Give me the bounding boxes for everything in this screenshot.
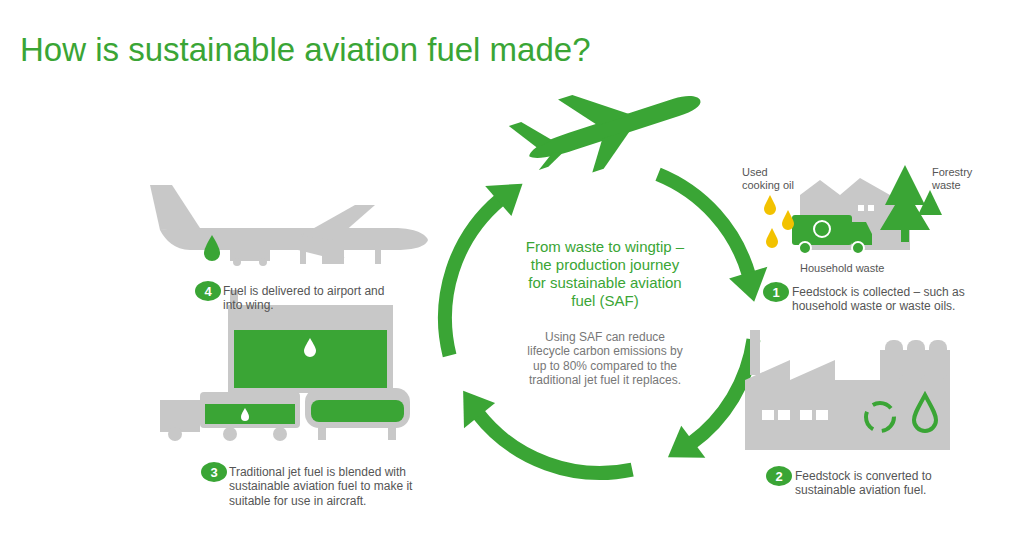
cycle-arrowhead (668, 426, 705, 458)
title: How is sustainable aviation fuel made? (20, 30, 591, 70)
cycle-arc (445, 199, 500, 355)
step-description: Feedstock is converted to sustainable av… (795, 469, 985, 498)
factory (745, 330, 950, 450)
callout-number: 2 (766, 466, 792, 486)
center-heading: From waste to wingtip – the production j… (520, 238, 690, 310)
fuel-storage (160, 290, 410, 441)
callout-text: 2 (775, 469, 782, 484)
callout-text: 1 (772, 285, 779, 300)
callout-number: 3 (201, 462, 227, 482)
feedstock-label: Forestry waste (932, 166, 992, 192)
step-description: Fuel is delivered to airport and into wi… (223, 284, 403, 313)
cycle-arrowhead (463, 391, 495, 428)
callout-number: 1 (763, 282, 789, 302)
feedstock-label: Household waste (800, 262, 910, 275)
cycle-arrowhead (729, 267, 767, 302)
callout-text: 4 (204, 284, 211, 299)
green-plane (506, 58, 711, 193)
callout-number: 4 (195, 281, 221, 301)
step-description: Traditional jet fuel is blended with sus… (229, 465, 439, 508)
fuel-drop (204, 235, 220, 261)
cycle-arrows (445, 174, 767, 473)
cycle-arc (691, 340, 753, 444)
center-note: Using SAF can reduce lifecycle carbon em… (523, 330, 687, 388)
callout-text: 3 (210, 465, 217, 480)
step-description: Feedstock is collected – such as househo… (792, 285, 992, 314)
feedstock (764, 165, 942, 254)
airport-plane (150, 185, 428, 266)
cycle-arrowhead (485, 184, 522, 216)
cycle-arc (478, 413, 632, 473)
feedstock-label: Used cooking oil (742, 166, 806, 192)
